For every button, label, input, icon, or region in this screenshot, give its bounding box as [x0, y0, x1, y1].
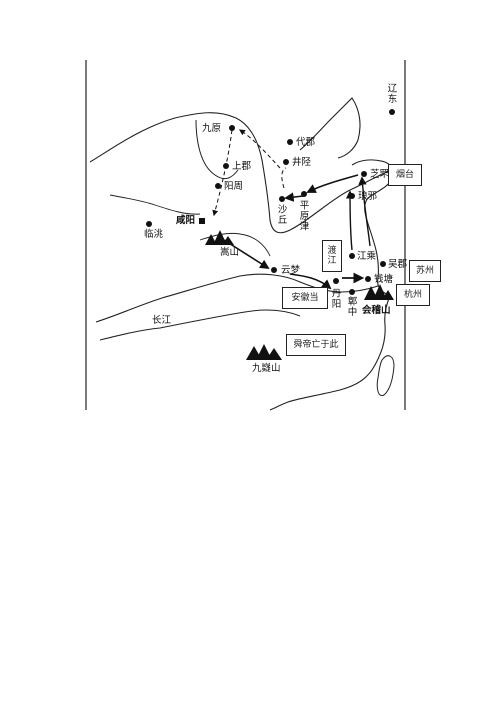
- label-jiuyuan: 九原: [202, 123, 222, 134]
- dot-wujun: [380, 261, 386, 267]
- annotation-suzhou: 苏州: [409, 260, 441, 282]
- route-jiangcheng: [358, 176, 371, 247]
- label-wushan: 嵩山: [220, 247, 240, 258]
- route-pingyuan-shaqiu: [284, 192, 304, 202]
- label-shaqiu: 沙丘: [275, 204, 287, 225]
- route-dashed-3: [281, 167, 287, 189]
- dot-lintao: [146, 221, 152, 227]
- route-dashed-2: [239, 129, 281, 169]
- label-julu: 井陉: [292, 157, 312, 168]
- dot-jiuyuan: [229, 125, 235, 131]
- river-north-loop: [195, 119, 239, 180]
- label-kuaijishan: 会稽山: [362, 305, 391, 316]
- mountain-jiuyi-icon: [246, 344, 282, 360]
- label-danyang: 丹阳: [329, 288, 341, 309]
- dot-yunmeng: [271, 267, 277, 273]
- dot-langye: [349, 193, 355, 199]
- label-jiuyishan: 九嶷山: [252, 363, 281, 374]
- dot-danyang: [333, 278, 339, 284]
- coast-shandong: [351, 159, 395, 297]
- label-pingyuanjin: 平原津: [297, 200, 309, 232]
- dot-yangzhou: [215, 183, 221, 189]
- label-jiangcheng: 江乘: [357, 251, 377, 262]
- label-shangjun: 上郡: [232, 161, 252, 172]
- annotation-anhui: 安徽当: [282, 287, 328, 309]
- dot-zhangzhong: [349, 289, 355, 295]
- dot-xianyang: [199, 218, 205, 224]
- dot-jiangcheng: [349, 253, 355, 259]
- taiwan: [376, 355, 395, 397]
- yellow-river: [89, 112, 393, 234]
- label-zhangzhong: 鄣中: [345, 296, 357, 317]
- label-yangzhou: 阳周: [224, 181, 244, 192]
- label-zhifu: 芝罘: [370, 169, 390, 180]
- label-xianyang: 咸阳: [176, 215, 196, 226]
- coast-east: [269, 295, 391, 411]
- label-changjiang: 长江: [152, 315, 172, 326]
- annotation-zhejiang-line2: 江: [327, 256, 337, 266]
- route-dashed-1: [212, 129, 233, 217]
- annotation-hangzhou: 杭州: [396, 284, 430, 306]
- annotation-shundi: 舜帝亡于此: [286, 334, 346, 356]
- river-central: [199, 232, 271, 257]
- label-yunmeng: 云梦: [281, 265, 301, 276]
- route-zhifu-pingyuan: [306, 174, 359, 193]
- dot-liaodong: [389, 109, 395, 115]
- mountain-kuaiji-icon: [364, 284, 394, 300]
- dot-zhifu: [361, 171, 367, 177]
- label-qiantang: 钱塘: [374, 274, 394, 285]
- yangtze: [95, 273, 379, 323]
- label-liaodong: 辽东: [385, 83, 397, 104]
- dot-daijun: [287, 139, 293, 145]
- dot-shaqiu: [279, 196, 285, 202]
- dot-julu: [283, 159, 289, 165]
- yangtze-south: [99, 309, 301, 341]
- label-daijun: 代郡: [296, 137, 316, 148]
- river-west: [109, 194, 201, 215]
- dot-pingyuanjin: [301, 191, 307, 197]
- dot-qiantang: [365, 276, 371, 282]
- label-langye: 琅邪: [358, 191, 378, 202]
- label-wujun: 吴郡: [388, 259, 408, 270]
- mountain-wushan-icon: [205, 230, 234, 245]
- annotation-zhejiang-line1: 渡: [327, 245, 337, 256]
- coast-bohai: [299, 97, 361, 159]
- route-yunmeng-danyang: [289, 273, 332, 290]
- label-lintao: 临洮: [144, 229, 164, 240]
- route-langye: [345, 190, 355, 251]
- dot-shangjun: [223, 163, 229, 169]
- annotation-zhejiang: 渡 江: [322, 240, 342, 272]
- annotation-yantai: 烟台: [388, 164, 422, 186]
